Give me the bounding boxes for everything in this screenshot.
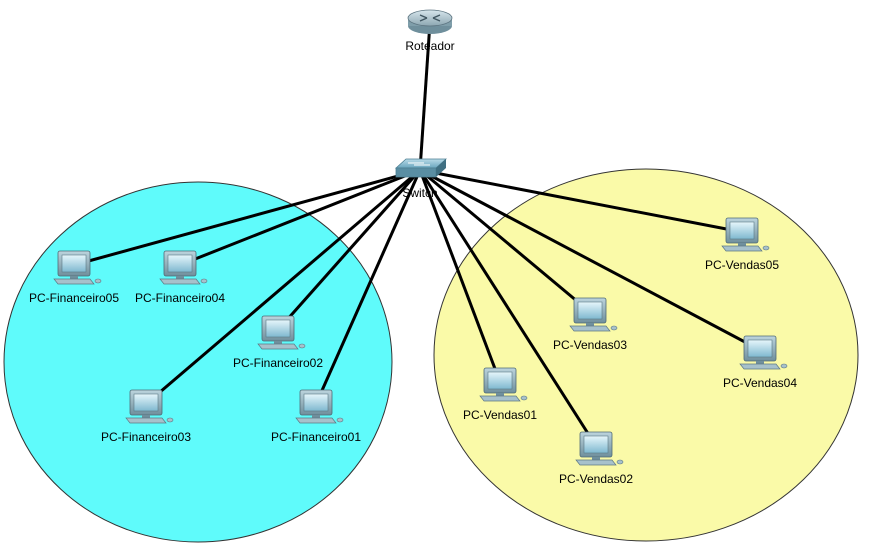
link-switch-ven02 (418, 169, 598, 447)
link-switch-fin05 (73, 168, 421, 267)
pc-icon (159, 250, 208, 285)
router-icon (407, 9, 453, 34)
pc-icon (479, 367, 528, 402)
link-switch-fin01 (314, 169, 422, 405)
zone-vendas (433, 168, 859, 542)
link-switch-ven01 (418, 169, 502, 383)
link-switch-fin02 (276, 169, 422, 331)
pc-icon (569, 297, 618, 332)
pc-node-ven03[interactable]: PC-Vendas03 (553, 297, 627, 352)
pc-node-ven02[interactable]: PC-Vendas02 (559, 431, 633, 486)
pc-icon (721, 217, 770, 252)
pc-node-ven04[interactable]: PC-Vendas04 (723, 335, 797, 390)
pc-node-fin01[interactable]: PC-Financeiro01 (271, 389, 361, 444)
pc-node-fin02[interactable]: PC-Financeiro02 (233, 315, 323, 370)
pc-nodes-group: PC-Financeiro05 PC-Financeiro04PC-Finance… (29, 217, 797, 486)
pc-label: PC-Vendas03 (553, 338, 627, 352)
pc-label: PC-Financeiro02 (233, 356, 323, 370)
pc-label: PC-Vendas02 (559, 472, 633, 486)
switch-node[interactable]: Switch (394, 158, 448, 200)
pc-node-fin03[interactable]: PC-Financeiro03 (101, 389, 191, 444)
pc-label: PC-Financeiro04 (135, 291, 225, 305)
switch-label: Switch (402, 186, 437, 200)
pc-node-ven01[interactable]: PC-Vendas01 (463, 367, 537, 422)
link-switch-ven04 (419, 168, 761, 352)
links-group (73, 21, 761, 447)
switch-icon (394, 158, 448, 178)
link-router-switch (418, 21, 432, 171)
pc-node-ven05[interactable]: PC-Vendas05 (705, 217, 779, 272)
pc-icon (295, 389, 344, 424)
pc-icon (257, 315, 306, 350)
pc-label: PC-Financeiro01 (271, 430, 361, 444)
link-switch-fin03 (145, 168, 421, 406)
link-switch-ven03 (419, 168, 591, 314)
link-switch-ven05 (419, 168, 743, 234)
pc-icon (575, 431, 624, 466)
router-node[interactable]: Roteador (405, 9, 455, 53)
link-switch-fin04 (179, 168, 421, 267)
pc-label: PC-Financeiro05 (29, 291, 119, 305)
pc-label: PC-Vendas01 (463, 408, 537, 422)
pc-label: PC-Financeiro03 (101, 430, 191, 444)
pc-icon (53, 250, 102, 285)
pc-label: PC-Vendas05 (705, 258, 779, 272)
pc-node-fin05[interactable]: PC-Financeiro05 (29, 250, 119, 305)
pc-icon (125, 389, 174, 424)
router-label: Roteador (405, 39, 454, 53)
pc-label: PC-Vendas04 (723, 376, 797, 390)
pc-icon (739, 335, 788, 370)
zone-financeiro (3, 181, 393, 543)
pc-node-fin04[interactable]: PC-Financeiro04 (135, 250, 225, 305)
